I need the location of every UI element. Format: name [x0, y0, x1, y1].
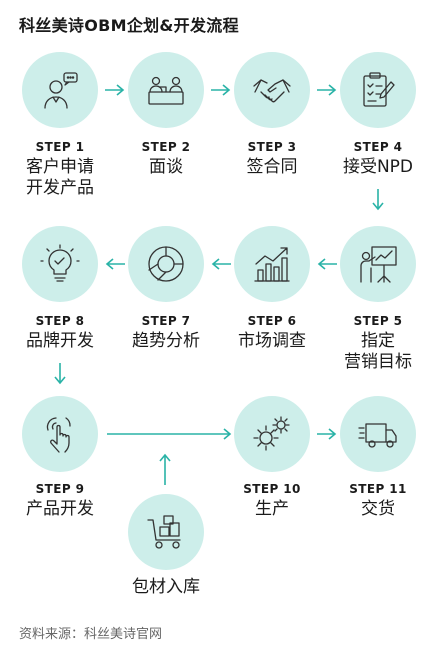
step-2-circle: [128, 52, 204, 128]
meeting-icon: [148, 76, 184, 105]
step-10-label: 生产: [255, 499, 289, 519]
arrow-5-to-6: [317, 258, 337, 270]
step-6-label: 市场调查: [238, 331, 306, 351]
arrow-6-to-7: [211, 258, 231, 270]
step-5-label: 指定 营销目标: [344, 331, 412, 372]
step-9-number: STEP 9: [35, 482, 85, 496]
step-4-number: STEP 4: [353, 140, 403, 154]
step-9-label: 产品开发: [26, 499, 94, 519]
step-10-number: STEP 10: [243, 482, 301, 496]
step-7-number: STEP 7: [141, 314, 191, 328]
step-8-label: 品牌开发: [26, 331, 94, 351]
delivery-truck-icon: [358, 423, 397, 448]
presentation-icon: [360, 246, 397, 283]
step-5-number: STEP 5: [353, 314, 403, 328]
arrow-3-to-4: [317, 84, 337, 96]
handshake-icon: [253, 79, 291, 103]
touch-icon: [46, 417, 71, 453]
source-note: 资料来源：科丝美诗官网: [19, 627, 163, 642]
step-6-number: STEP 6: [247, 314, 297, 328]
step-2-number: STEP 2: [141, 140, 191, 154]
lightbulb-icon: [40, 244, 80, 282]
consultant-icon: [44, 72, 78, 109]
step-3-number: STEP 3: [247, 140, 297, 154]
arrow-2-to-3: [211, 84, 231, 96]
gears-icon: [253, 416, 290, 451]
cart-icon: [147, 515, 181, 549]
donut-chart-icon: [148, 246, 184, 282]
step-7-label: 趋势分析: [132, 331, 200, 351]
step-10-circle: [234, 396, 310, 472]
step-7-circle: [128, 226, 204, 302]
step-1-label: 客户申请 开发产品: [26, 157, 94, 198]
packaging-circle: [128, 494, 204, 570]
step-3-label: 签合同: [246, 157, 298, 177]
arrow-1-to-2: [105, 84, 125, 96]
page-title: 科丝美诗OBM企划&开发流程: [19, 16, 239, 35]
packaging-label: 包材入库: [132, 577, 200, 597]
step-1-number: STEP 1: [35, 140, 85, 154]
step-11-number: STEP 11: [349, 482, 407, 496]
step-6-circle: [234, 226, 310, 302]
step-1-circle: [22, 52, 98, 128]
step-2-label: 面谈: [149, 157, 183, 177]
arrow-9-to-10: [107, 428, 232, 440]
arrow-4-to-5: [372, 189, 384, 211]
arrow-10-to-11: [317, 428, 337, 440]
step-11-circle: [340, 396, 416, 472]
step-9-circle: [22, 396, 98, 472]
step-8-circle: [22, 226, 98, 302]
step-4-circle: [340, 52, 416, 128]
step-8-number: STEP 8: [35, 314, 85, 328]
checklist-icon: [363, 72, 395, 107]
step-4-label: 接受NPD: [342, 157, 414, 177]
bar-chart-icon: [254, 247, 290, 282]
arrow-8-to-9: [54, 363, 66, 385]
step-11-label: 交货: [361, 499, 395, 519]
arrow-7-to-8: [105, 258, 125, 270]
step-3-circle: [234, 52, 310, 128]
arrow-packaging-up: [159, 453, 171, 485]
step-5-circle: [340, 226, 416, 302]
